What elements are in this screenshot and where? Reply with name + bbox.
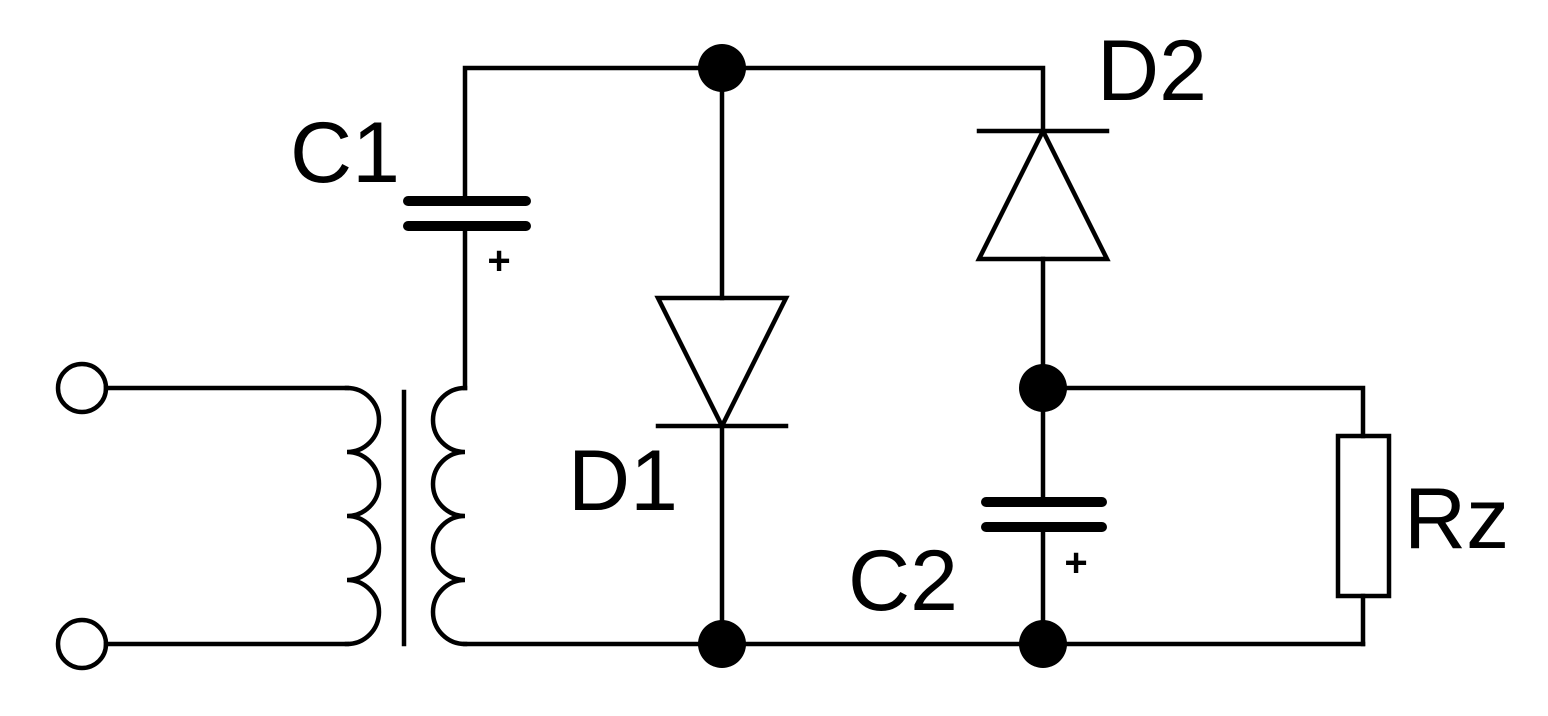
junction-bottom-d1 <box>698 620 746 668</box>
d2-diode-symbol <box>975 125 1111 262</box>
d2-label: D2 <box>1097 23 1207 119</box>
input-terminal-bottom <box>55 617 109 671</box>
c1-polarity-mark: + <box>487 239 510 283</box>
d1-diode-symbol <box>654 295 790 432</box>
top-rail-wire <box>462 65 1046 204</box>
d1-label: D1 <box>568 433 678 529</box>
rz-resistor-symbol <box>1335 433 1392 599</box>
c1-label: C1 <box>290 105 400 201</box>
rz-label: Rz <box>1404 471 1509 567</box>
junction-output <box>1019 364 1067 412</box>
transformer-primary-winding <box>344 385 382 647</box>
output-wire <box>1040 385 1366 439</box>
junction-bottom-c2 <box>1019 620 1067 668</box>
junction-top <box>698 44 746 92</box>
c2-label: C2 <box>848 533 958 629</box>
c2-polarity-mark: + <box>1064 541 1087 585</box>
input-terminal-top <box>55 361 109 415</box>
transformer-secondary-winding <box>430 385 468 647</box>
